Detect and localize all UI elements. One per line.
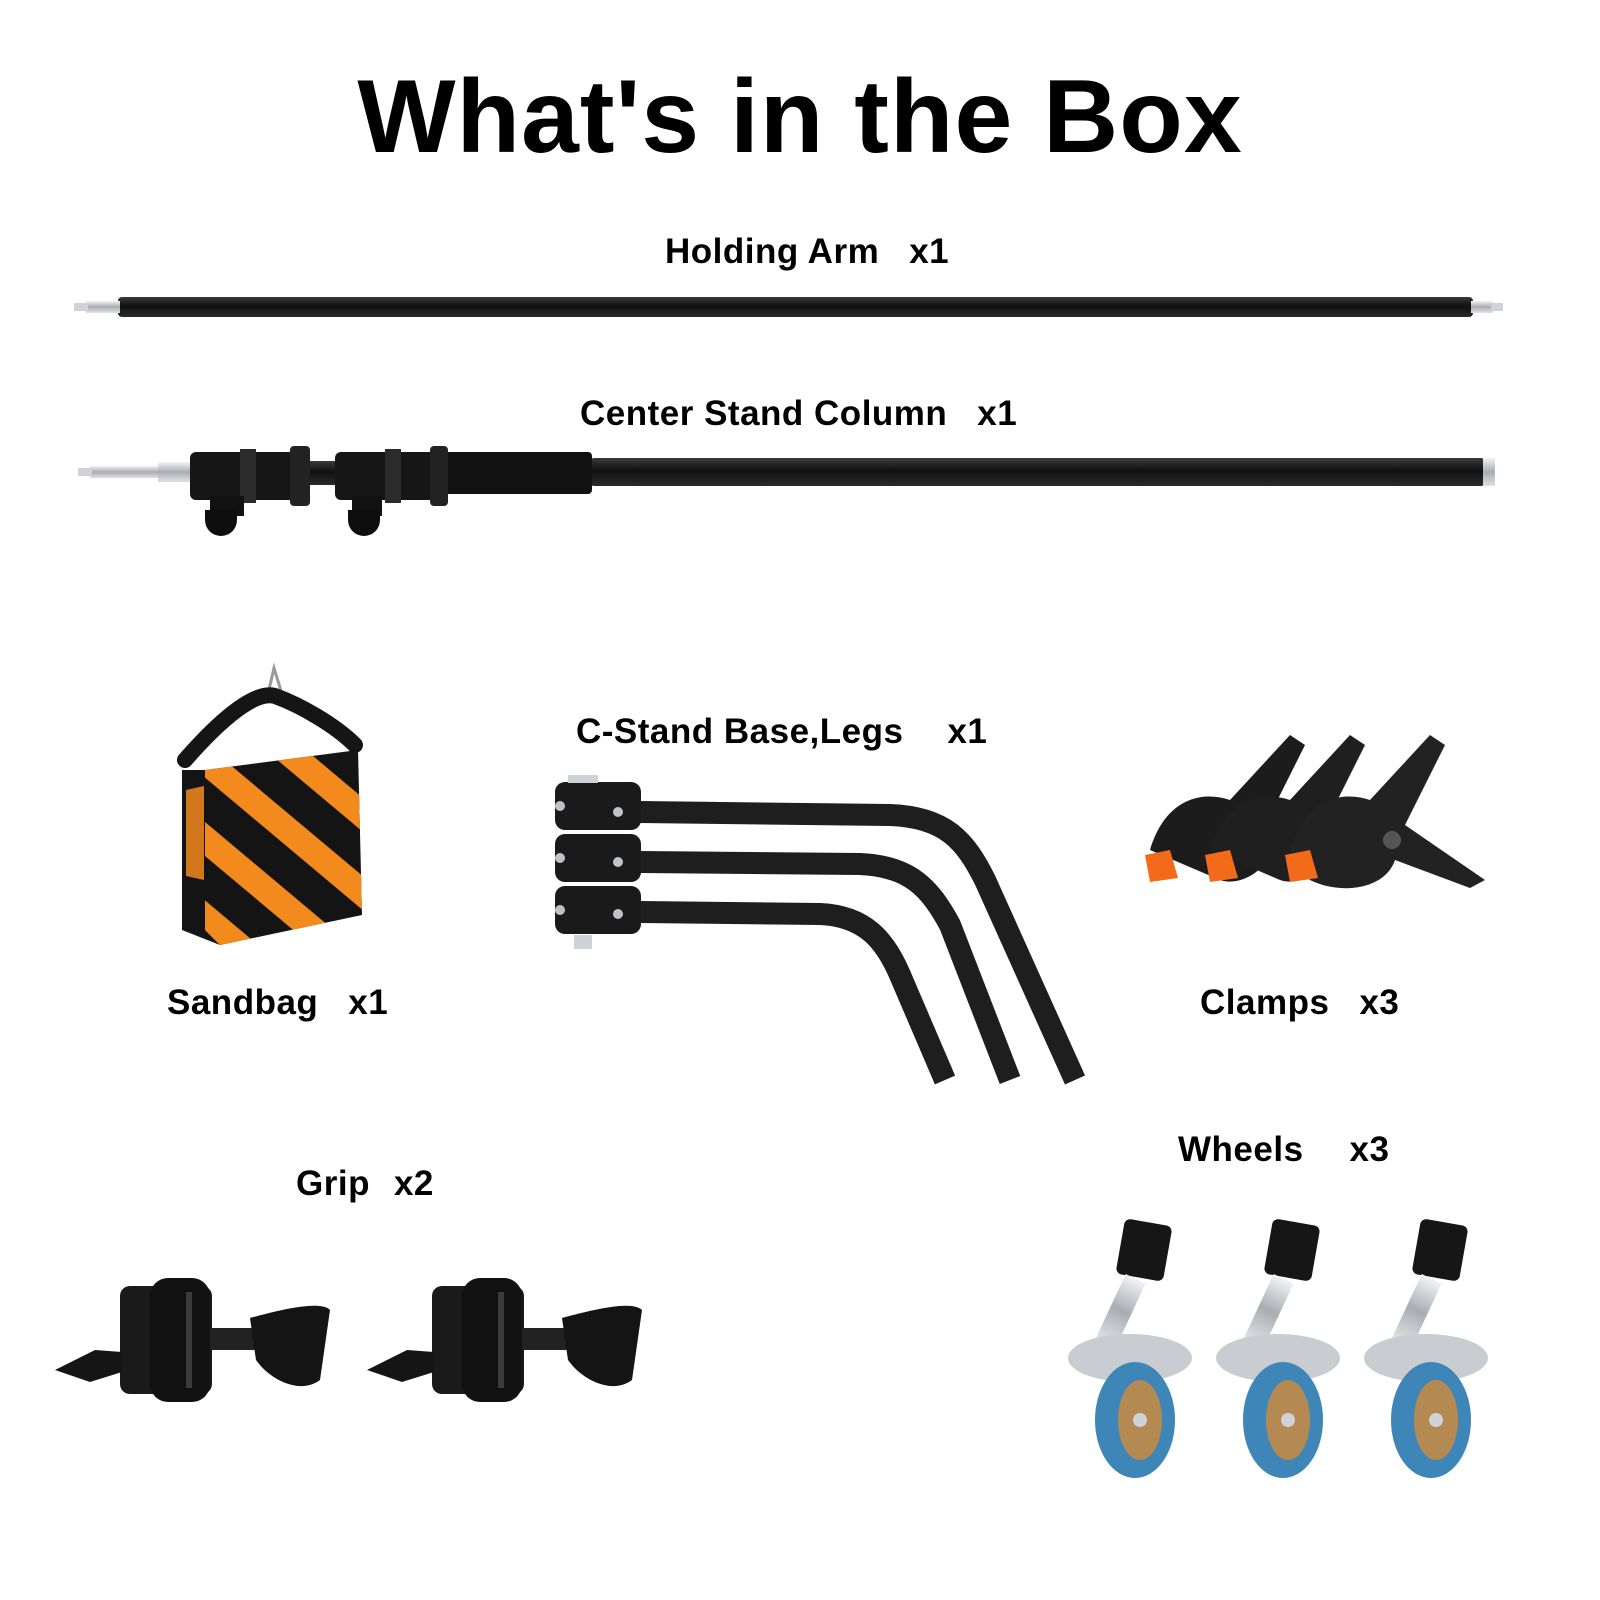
- base-legs-label: C-Stand Base,Legs x1: [576, 712, 987, 752]
- grip-image-1: [55, 1278, 330, 1402]
- wheel-image-2: [1216, 1219, 1340, 1478]
- grip-name: Grip: [296, 1164, 370, 1203]
- wheels-name: Wheels: [1178, 1130, 1304, 1169]
- clamps-image: [1145, 735, 1485, 889]
- sandbag-image: [177, 662, 363, 945]
- center-column-label: Center Stand Column x1: [580, 394, 1017, 434]
- base-legs-name: C-Stand Base,Legs: [576, 712, 904, 751]
- clamps-name: Clamps: [1200, 983, 1330, 1022]
- center-column-qty: x1: [977, 394, 1018, 433]
- sandbag-qty: x1: [348, 983, 389, 1022]
- clamps-qty: x3: [1359, 983, 1400, 1022]
- wheel-image-3: [1364, 1219, 1488, 1478]
- sandbag-name: Sandbag: [167, 983, 319, 1022]
- holding-arm-qty: x1: [909, 232, 950, 271]
- center-column-name: Center Stand Column: [580, 394, 948, 433]
- page-title: What's in the Box: [357, 59, 1243, 175]
- wheels-label: Wheels x3: [1178, 1130, 1389, 1170]
- base-legs-image: [555, 775, 1086, 1085]
- base-legs-qty: x1: [947, 712, 988, 751]
- grip-qty: x2: [393, 1164, 434, 1203]
- wheel-image-1: [1068, 1219, 1192, 1478]
- sandbag-label: Sandbag x1: [167, 983, 388, 1023]
- center-column-image: [78, 446, 1495, 536]
- grip-image-2: [367, 1278, 642, 1402]
- holding-arm-image: [74, 297, 1503, 317]
- clamps-label: Clamps x3: [1200, 983, 1399, 1023]
- grip-label: Grip x2: [296, 1164, 434, 1204]
- holding-arm-label: Holding Arm x1: [665, 232, 949, 272]
- wheels-qty: x3: [1349, 1130, 1390, 1169]
- holding-arm-name: Holding Arm: [665, 232, 880, 271]
